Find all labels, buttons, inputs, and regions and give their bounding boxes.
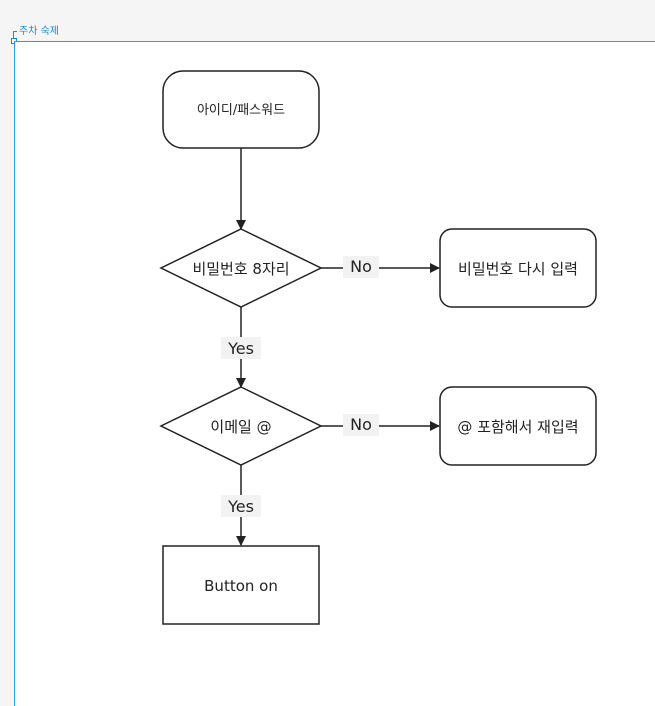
node-check-email-label: 이메일 @ — [210, 418, 271, 436]
frame-title[interactable]: 주차 숙제 — [19, 26, 59, 37]
node-retry-email-label: @ 포함해서 재입력 — [457, 418, 578, 436]
flowchart-frame[interactable] — [14, 41, 655, 706]
node-retry-email[interactable]: @ 포함해서 재입력 — [439, 386, 597, 466]
node-button-on-label: Button on — [204, 577, 278, 595]
node-start-label: 아이디/패스워드 — [197, 103, 285, 118]
frame-corner-marker — [13, 31, 17, 40]
node-retry-password[interactable]: 비밀번호 다시 입력 — [439, 228, 597, 308]
edge-label-email-yes[interactable]: Yes — [221, 495, 261, 517]
edge-label-email-yes-text: Yes — [227, 497, 254, 516]
edge-label-password-yes[interactable]: Yes — [221, 337, 261, 359]
edge-label-email-no-text: No — [350, 415, 372, 434]
node-check-password[interactable]: 비밀번호 8자리 — [159, 228, 323, 308]
node-button-on[interactable]: Button on — [162, 545, 320, 625]
edge-label-password-no[interactable]: No — [343, 256, 379, 278]
edge-label-email-no[interactable]: No — [343, 414, 379, 436]
node-start[interactable]: 아이디/패스워드 — [162, 70, 320, 149]
edge-label-password-no-text: No — [350, 257, 372, 276]
node-retry-password-label: 비밀번호 다시 입력 — [458, 260, 578, 278]
edge-label-password-yes-text: Yes — [227, 339, 254, 358]
node-check-email[interactable]: 이메일 @ — [159, 386, 323, 466]
node-check-password-label: 비밀번호 8자리 — [192, 260, 289, 278]
